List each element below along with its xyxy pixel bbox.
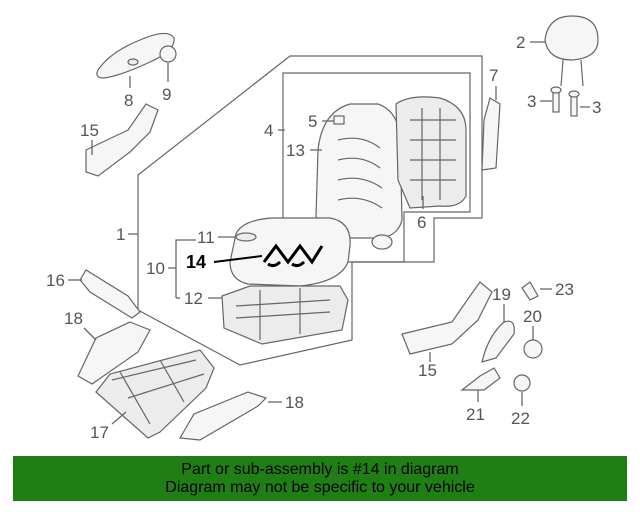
highlight-leader <box>213 255 263 263</box>
seat-track <box>95 349 215 439</box>
recliner-handle <box>481 320 515 363</box>
back-panel-trim <box>481 97 501 171</box>
callout-4: 4 <box>264 121 273 140</box>
callout-3a: 3 <box>527 92 536 111</box>
callout-9: 9 <box>162 85 171 104</box>
lever-cap <box>513 374 531 392</box>
seatback-frame <box>371 96 467 250</box>
callout-5: 5 <box>308 112 317 131</box>
seat-cushion <box>229 217 351 287</box>
callout-15b: 15 <box>418 361 437 380</box>
callout-8: 8 <box>124 91 133 110</box>
callout-23: 23 <box>555 280 574 299</box>
callout-7: 7 <box>489 66 498 85</box>
callout-11: 11 <box>197 228 215 247</box>
parts-diagram: 1 2 3 3 4 5 6 7 8 9 10 11 12 13 14 15 15… <box>46 15 601 442</box>
callout-19: 19 <box>492 285 511 304</box>
cover-clip <box>521 281 539 301</box>
callout-14-highlighted: 14 <box>186 252 206 272</box>
recliner-bracket-right <box>401 281 493 355</box>
callout-3b: 3 <box>592 98 601 117</box>
callout-1: 1 <box>116 225 125 244</box>
banner-line-1: Part or sub-assembly is #14 in diagram <box>181 461 459 478</box>
clip <box>333 115 345 125</box>
headrest-guides <box>550 86 580 117</box>
callout-2: 2 <box>516 33 525 52</box>
recliner-cap <box>523 339 543 359</box>
callout-6: 6 <box>417 213 426 232</box>
callout-labels: 1 2 3 3 4 5 6 7 8 9 10 11 12 13 14 15 15… <box>46 33 601 442</box>
side-cover <box>79 269 141 319</box>
seat-heater-element <box>262 243 324 268</box>
callout-16: 16 <box>46 271 65 290</box>
callout-17: 17 <box>90 423 109 442</box>
callout-10: 10 <box>146 259 165 278</box>
headrest <box>544 15 599 87</box>
info-banner: Part or sub-assembly is #14 in diagram D… <box>13 456 627 501</box>
callout-22: 22 <box>511 409 530 428</box>
callout-18a: 18 <box>64 309 83 328</box>
banner-line-2: Diagram may not be specific to your vehi… <box>165 479 475 496</box>
callout-13: 13 <box>286 141 305 160</box>
callout-15a: 15 <box>80 121 99 140</box>
callout-20: 20 <box>523 307 542 326</box>
track-cover-rear <box>179 391 268 441</box>
track-cover-front <box>77 321 151 385</box>
leader-lines <box>68 41 590 425</box>
callout-21: 21 <box>466 405 485 424</box>
callout-18b: 18 <box>285 393 304 412</box>
recliner-bracket-left <box>85 103 159 177</box>
cushion-frame <box>221 285 349 345</box>
lift-lever <box>460 367 501 391</box>
seat-assembly-outline <box>137 55 483 366</box>
callout-12: 12 <box>184 289 203 308</box>
armrest-cap <box>159 45 177 63</box>
